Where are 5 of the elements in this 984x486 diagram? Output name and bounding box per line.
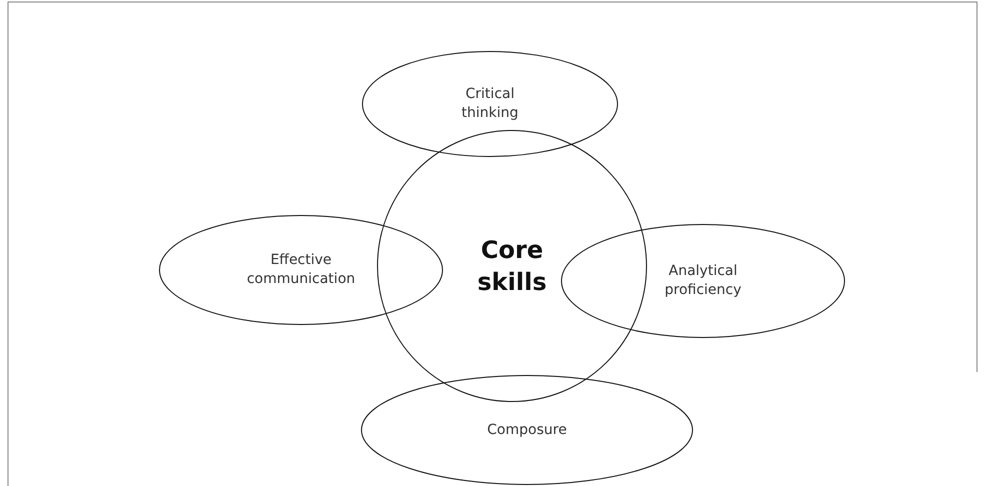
skill-label: Composure [486, 420, 568, 440]
skill-label: Analytical proficiency [664, 262, 742, 300]
skill-label: Effective communication [246, 251, 356, 289]
skill-label: Critical thinking [460, 85, 520, 123]
center-title: Core skills [476, 235, 548, 298]
